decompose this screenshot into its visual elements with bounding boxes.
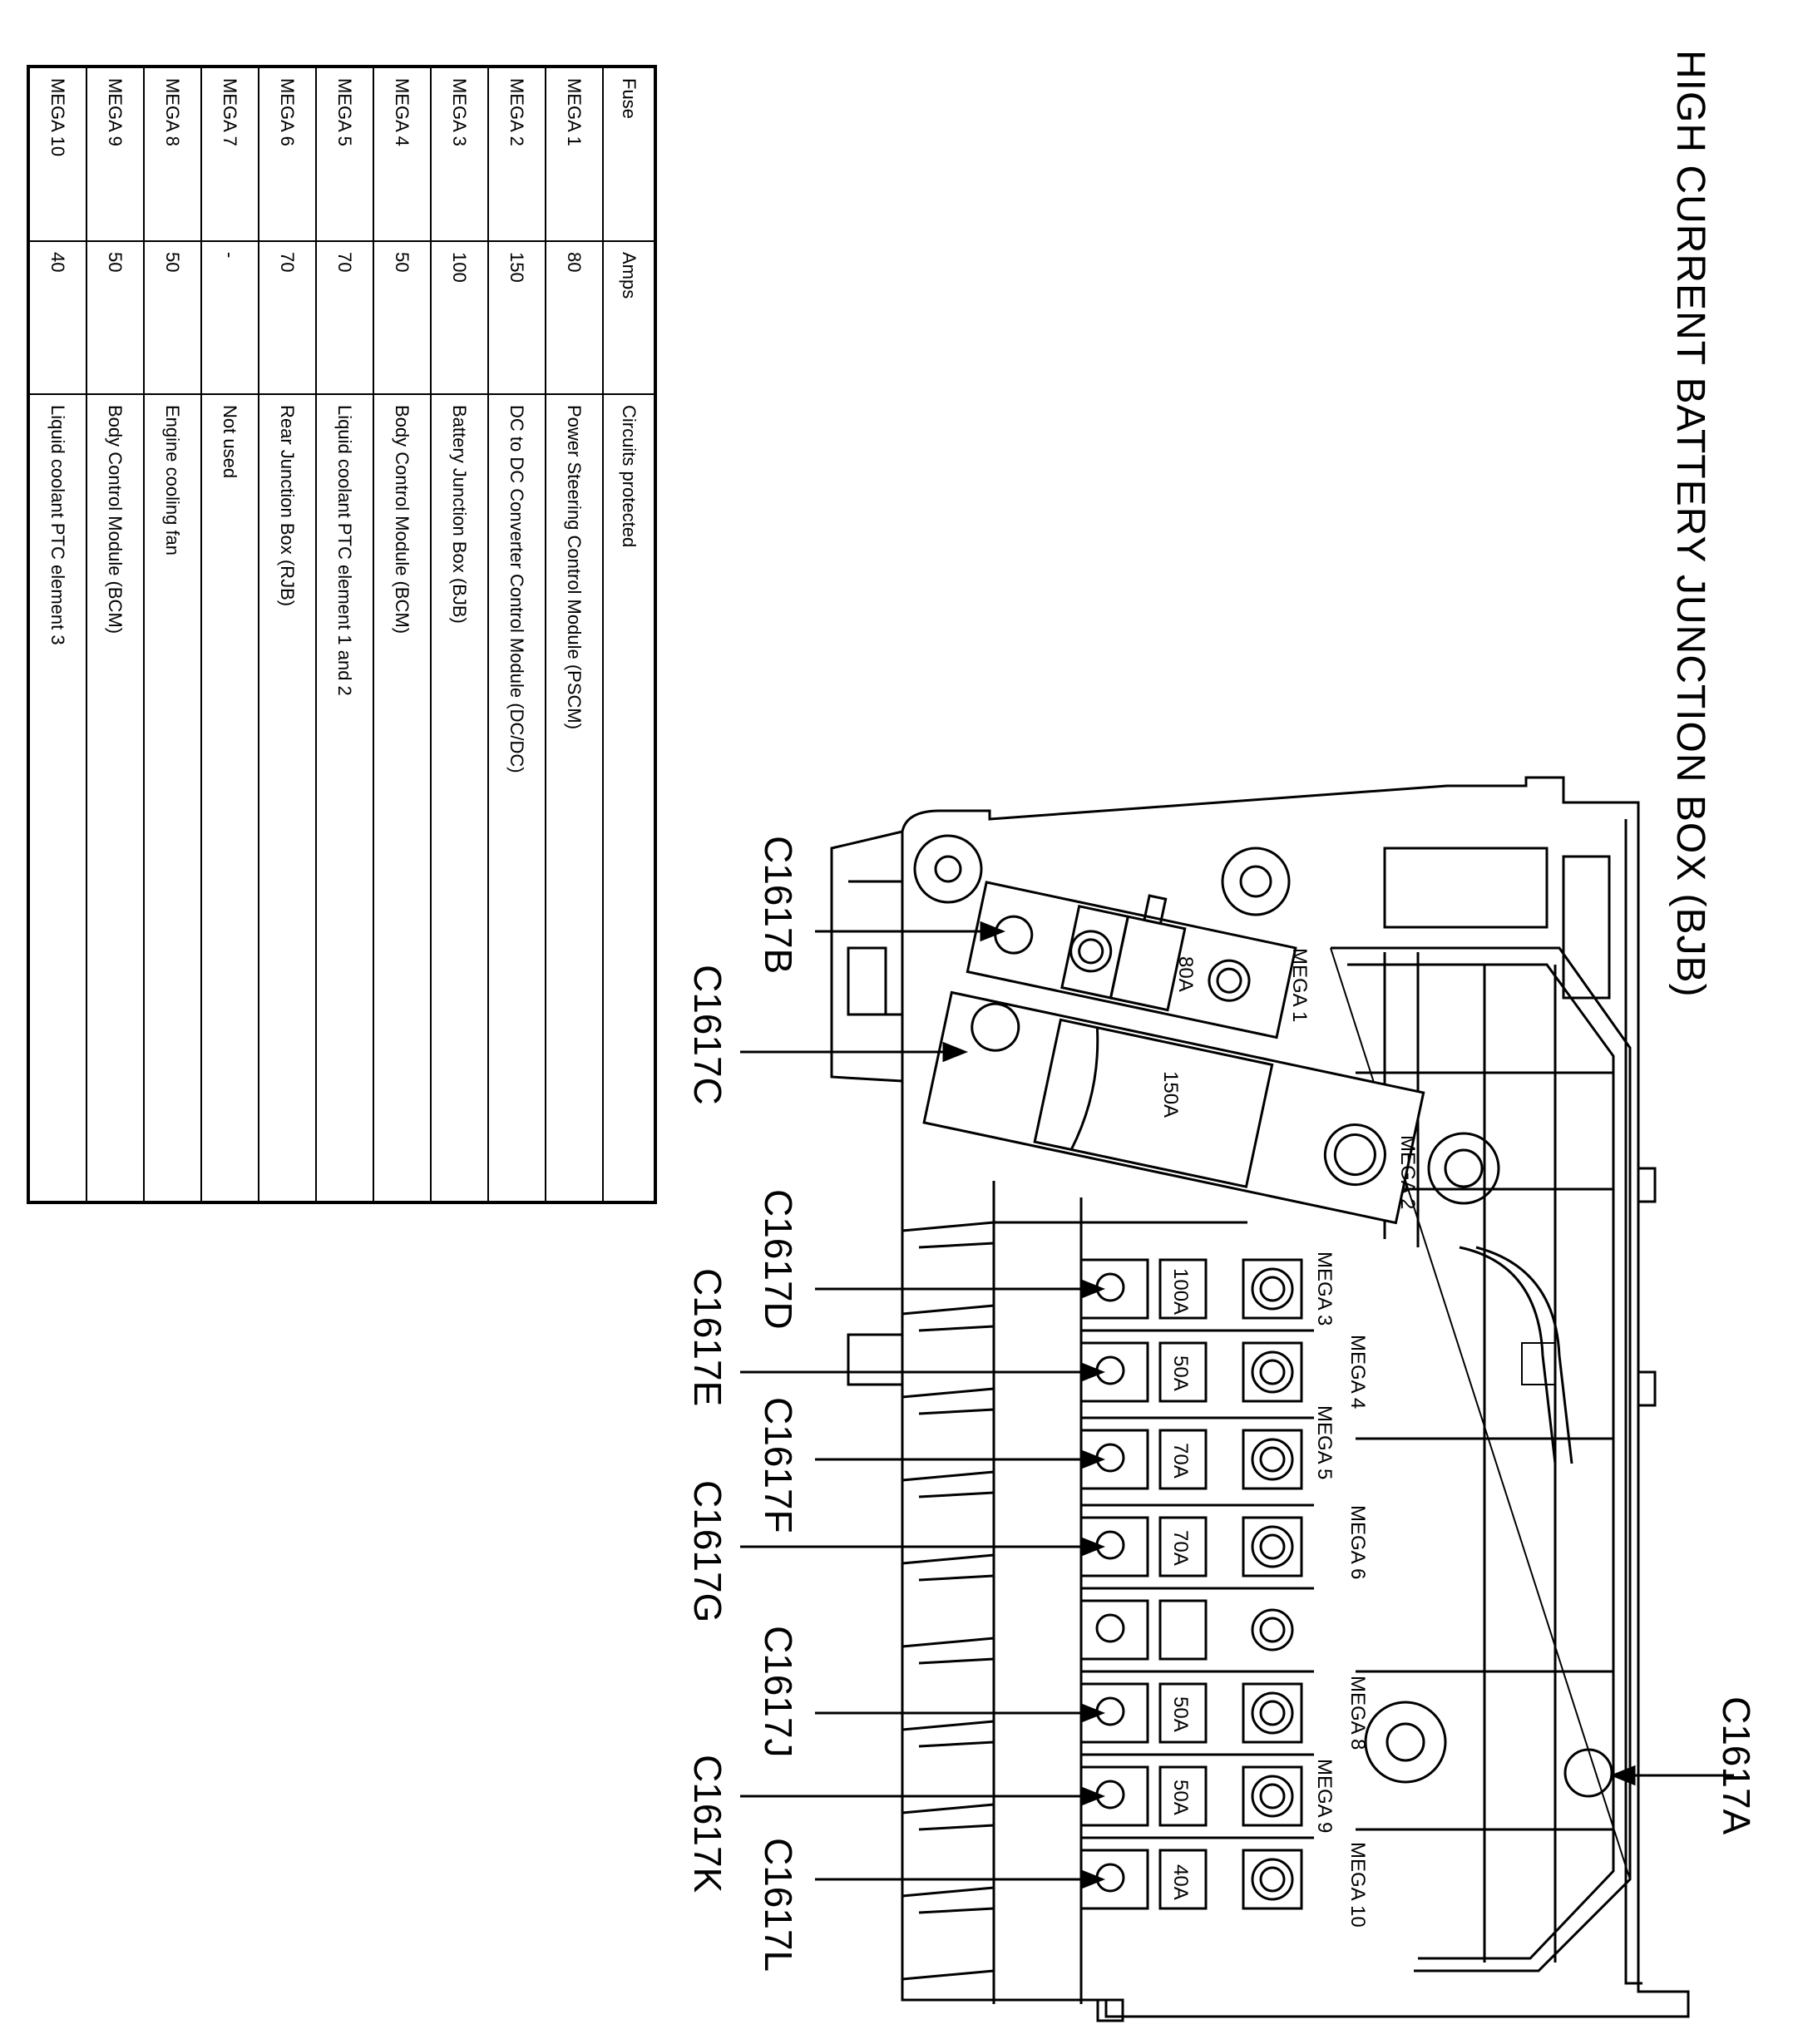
slot-mega6 — [1079, 1516, 1303, 1577]
connector-label-c1617c: C1617C — [686, 965, 729, 1105]
mega-label-2: MEGA 2 — [1396, 1135, 1419, 1209]
rating-label-mega4: 50A — [1169, 1355, 1192, 1391]
leader-lines — [740, 921, 1734, 1890]
slot-mega5 — [1079, 1429, 1303, 1490]
slot-mega7-empty — [1079, 1599, 1294, 1661]
connector-label-c1617k: C1617K — [686, 1755, 729, 1893]
connector-label-c1617g: C1617G — [686, 1480, 729, 1622]
mega-label-9: MEGA 9 — [1313, 1759, 1336, 1833]
rating-label-mega10: 40A — [1169, 1864, 1192, 1900]
connector-label-c1617e: C1617E — [686, 1268, 729, 1406]
connector-label-c1617l: C1617L — [757, 1838, 800, 1972]
mega-label-5: MEGA 5 — [1313, 1405, 1336, 1479]
rating-label-mega1: 80A — [1174, 956, 1197, 992]
mega-label-10: MEGA 10 — [1346, 1842, 1369, 1928]
mega2-fuse — [922, 990, 1425, 1225]
connector-label-c1617d: C1617D — [757, 1189, 800, 1330]
mega-label-6: MEGA 6 — [1346, 1505, 1369, 1579]
rating-label-mega3: 100A — [1169, 1268, 1192, 1315]
connector-label-c1617j: C1617J — [757, 1626, 800, 1758]
rating-label-mega8: 50A — [1169, 1696, 1192, 1732]
fuse-slots — [1079, 1258, 1314, 1910]
rating-label-mega9: 50A — [1169, 1780, 1192, 1815]
mega1-fuse — [966, 881, 1297, 1039]
slot-mega8 — [1079, 1682, 1303, 1744]
rating-label-mega2: 150A — [1159, 1071, 1182, 1118]
connector-labels: C1617B C1617C C1617D C1617E C1617F C1617… — [686, 836, 1758, 1972]
mega-label-1: MEGA 1 — [1288, 948, 1311, 1022]
rating-label-mega6: 70A — [1169, 1530, 1192, 1566]
mega-label-4: MEGA 4 — [1346, 1335, 1369, 1409]
mega-labels: MEGA 1 MEGA 2 MEGA 3 MEGA 4 MEGA 5 MEGA … — [1288, 948, 1419, 1928]
rating-labels: 80A 150A 100A 50A 70A 70A 50A 50A 40A — [1159, 956, 1197, 1900]
mega-label-3: MEGA 3 — [1313, 1252, 1336, 1326]
mega-label-8: MEGA 8 — [1346, 1676, 1369, 1750]
connector-label-c1617a: C1617A — [1715, 1696, 1758, 1835]
rating-label-mega5: 70A — [1169, 1443, 1192, 1479]
connector-label-c1617f: C1617F — [757, 1397, 800, 1533]
connector-label-c1617b: C1617B — [757, 836, 800, 974]
